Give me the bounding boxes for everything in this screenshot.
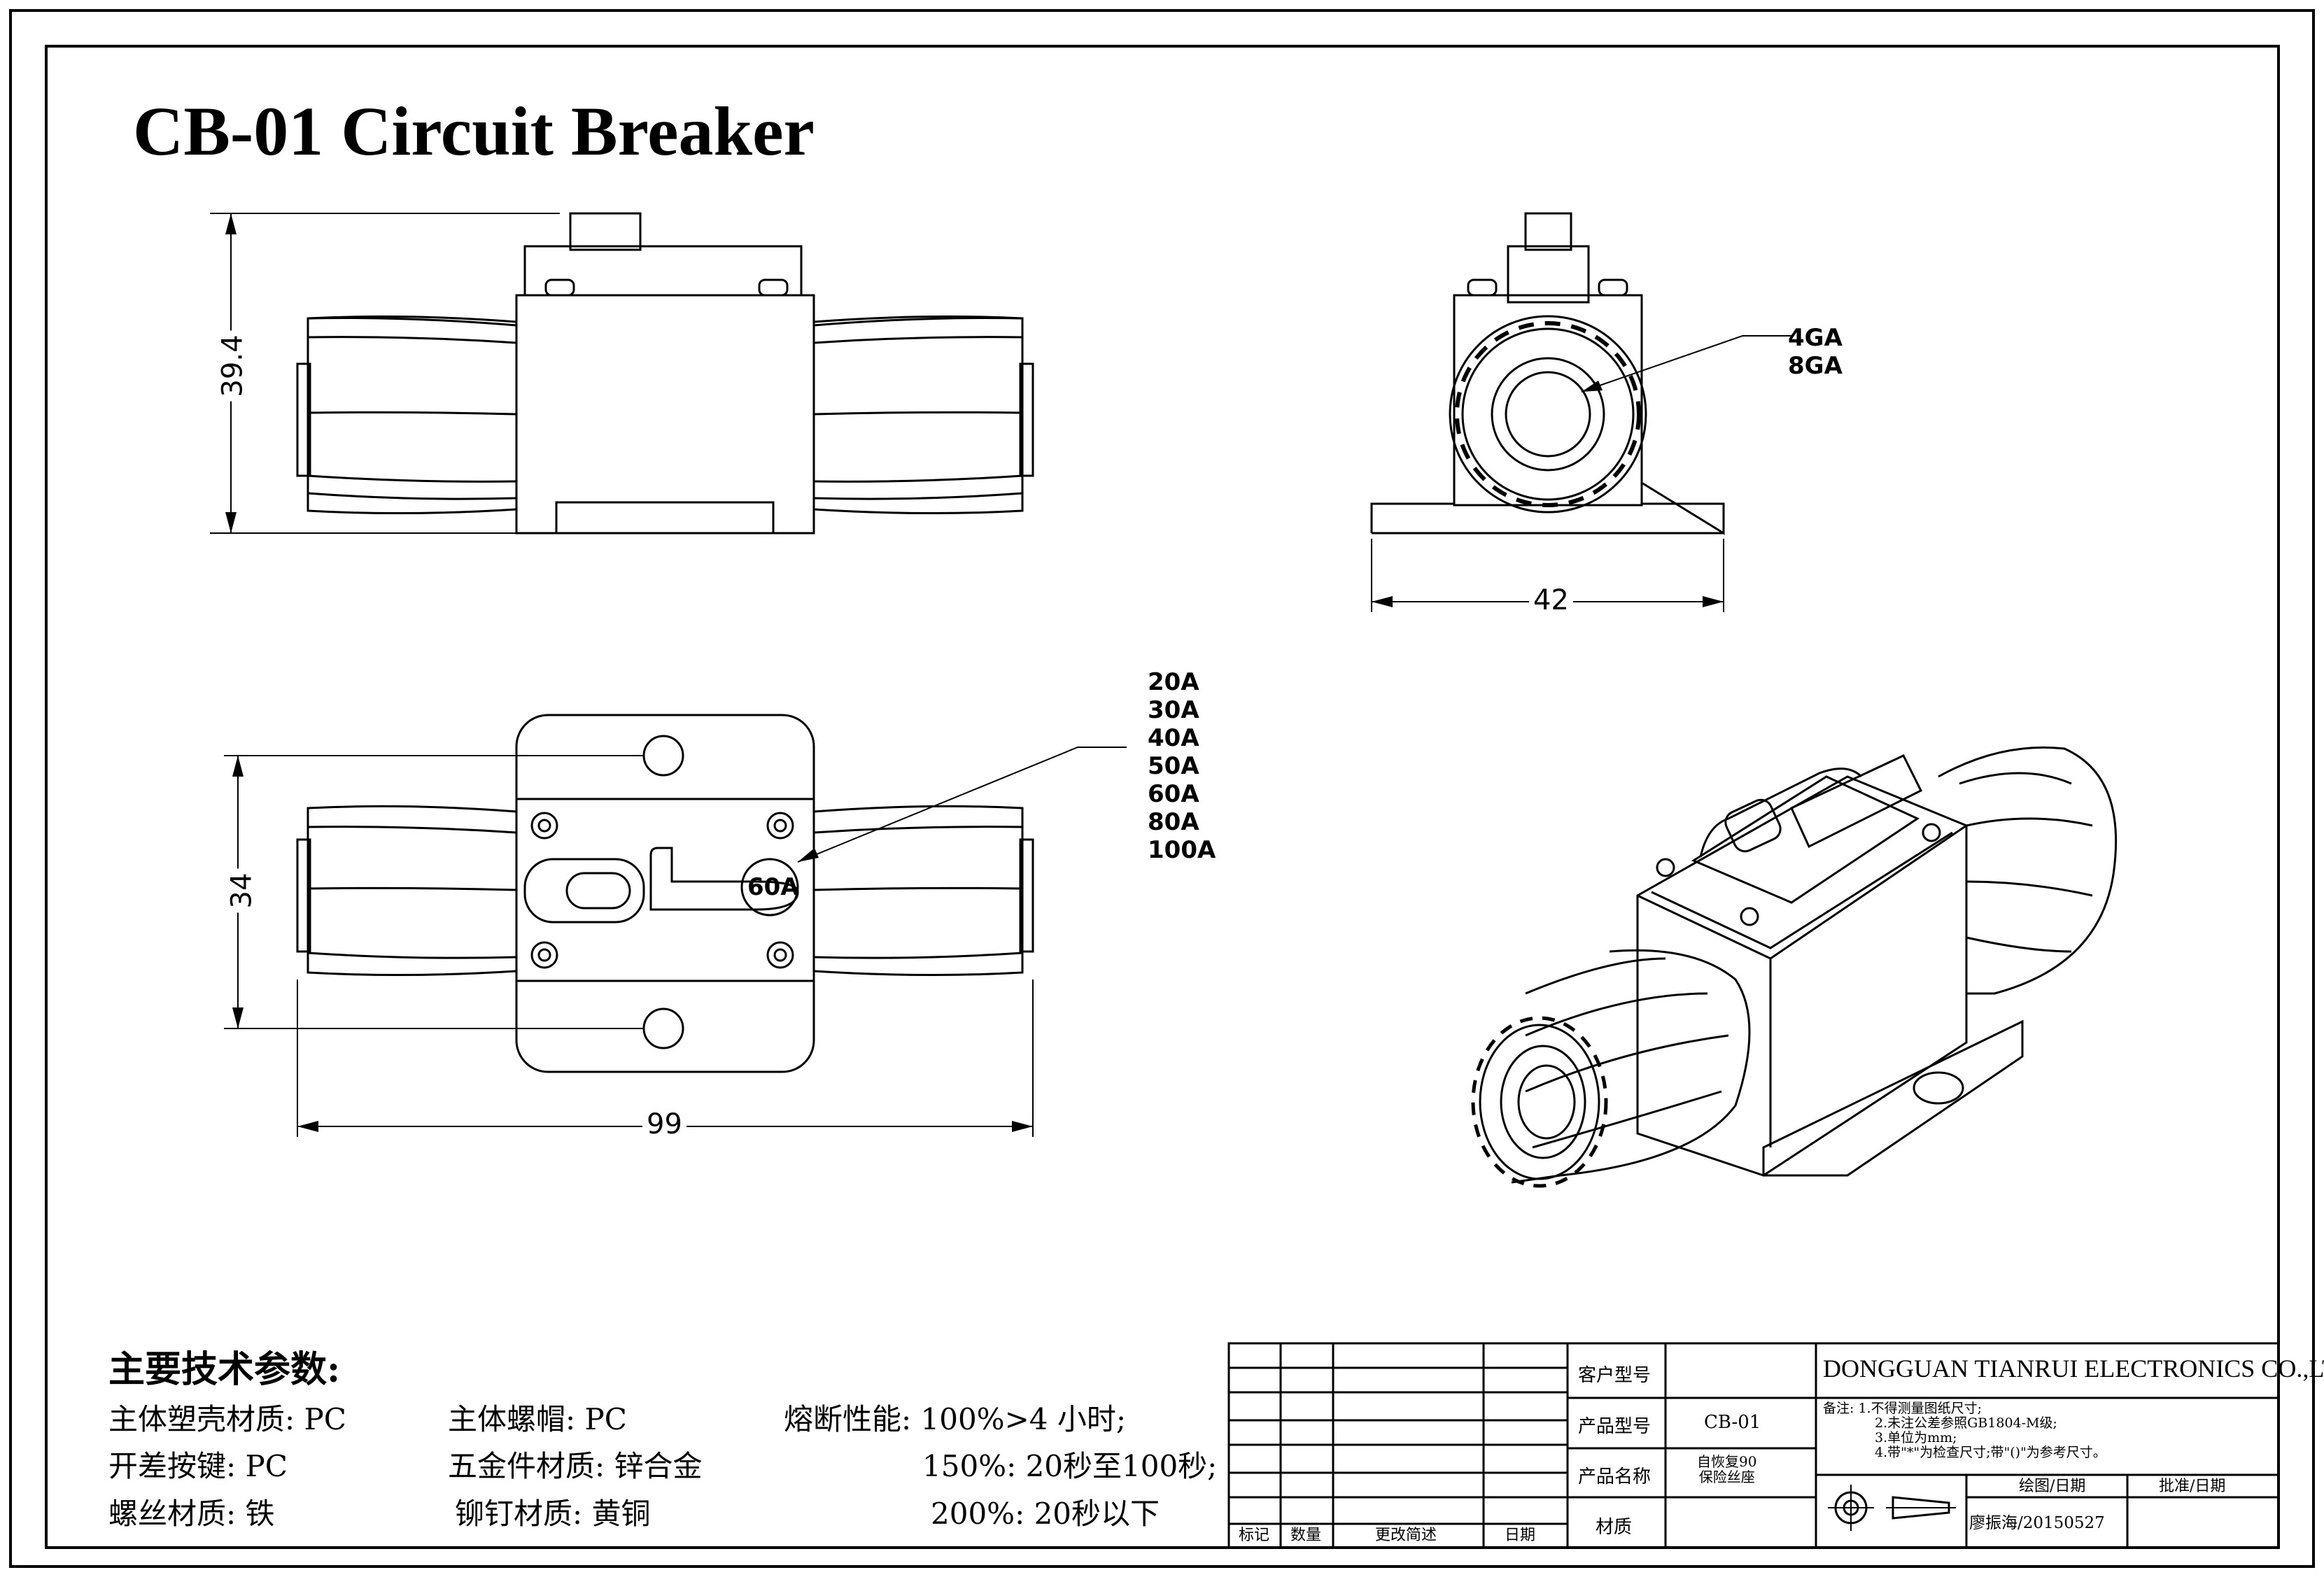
- isometric-view: [1471, 746, 2118, 1188]
- spec-housing-material: 主体塑壳材质: PC: [108, 1402, 346, 1436]
- rating-20a: 20A: [1148, 668, 1199, 696]
- tb-drawn-by: 廖振海/20150527: [1969, 1514, 2105, 1532]
- tb-material-label: 材质: [1596, 1517, 1633, 1538]
- tb-rev-date: 日期: [1505, 1527, 1536, 1544]
- dim-height-label: 39.4: [216, 330, 249, 402]
- rating-60a: 60A: [1148, 780, 1199, 808]
- tb-note-4: 4.带"*"为检查尺寸;带"()"为参考尺寸。: [1875, 1445, 2106, 1460]
- tb-company-name: DONGGUAN TIANRUI ELECTRONICS CO.,LTD: [1823, 1355, 2324, 1382]
- tb-rev-desc: 更改简述: [1375, 1527, 1437, 1544]
- tb-note-1: 备注: 1.不得测量图纸尺寸;: [1823, 1401, 1982, 1416]
- rating-100a: 100A: [1148, 836, 1216, 864]
- spec-screw-material: 螺丝材质: 铁: [108, 1497, 275, 1531]
- wire-gauge-8: 8GA: [1788, 352, 1843, 380]
- tb-approve-date-label: 批准/日期: [2159, 1478, 2226, 1495]
- spec-switch-button: 开差按键: PC: [108, 1449, 288, 1483]
- tb-rev-mark: 标记: [1239, 1527, 1270, 1544]
- wire-gauge-callout: 4GA 8GA: [1788, 324, 1843, 380]
- drawing-title: CB-01 Circuit Breaker: [133, 92, 815, 170]
- tb-notes: 备注: 1.不得测量图纸尺寸; 2.未注公差参照GB1804-M级; 3.单位为…: [1823, 1401, 2106, 1460]
- rating-50a: 50A: [1148, 752, 1199, 780]
- spec-fuse-150: 150%: 20秒至100秒;: [922, 1449, 1218, 1483]
- end-view: [1370, 212, 1791, 612]
- title-block: [1227, 1342, 2280, 1549]
- tb-product-name-line2: 保险丝座: [1698, 1469, 1755, 1485]
- tb-product-model-value: CB-01: [1704, 1412, 1761, 1433]
- rating-80a: 80A: [1148, 808, 1199, 836]
- side-view: [210, 212, 1034, 535]
- dim-end-width-label: 42: [1529, 584, 1573, 616]
- wire-gauge-4: 4GA: [1788, 324, 1843, 352]
- tb-product-name-label: 产品名称: [1578, 1466, 1652, 1487]
- specs-heading: 主要技术参数:: [108, 1348, 341, 1391]
- spec-nut-material: 主体螺帽: PC: [448, 1402, 627, 1436]
- tb-drawn-date-label: 绘图/日期: [2019, 1478, 2086, 1495]
- spec-fuse-200: 200%: 20秒以下: [931, 1497, 1160, 1531]
- spec-rivet-material: 铆钉材质: 黄铜: [455, 1497, 651, 1531]
- tb-product-name-line1: 自恢复90: [1697, 1453, 1757, 1470]
- tb-rev-qty: 数量: [1290, 1527, 1322, 1544]
- rating-30a: 30A: [1148, 696, 1199, 724]
- button-rating-label: 60A: [747, 873, 799, 901]
- dim-length-label: 99: [642, 1108, 686, 1140]
- rating-40a: 40A: [1148, 724, 1199, 752]
- tb-note-3: 3.单位为mm;: [1875, 1430, 1957, 1445]
- tb-product-model-label: 产品型号: [1578, 1416, 1652, 1437]
- spec-hardware-material: 五金件材质: 锌合金: [448, 1449, 703, 1483]
- inner-border: [45, 45, 2280, 1549]
- top-view: [224, 714, 1127, 1137]
- tb-note-2: 2.未注公差参照GB1804-M级;: [1875, 1415, 2057, 1431]
- tb-customer-model-label: 客户型号: [1578, 1365, 1652, 1386]
- dim-top-width-label: 34: [225, 868, 258, 913]
- outer-border: [9, 9, 2315, 1568]
- tb-product-name-value: 自恢复90 保险丝座: [1697, 1454, 1756, 1485]
- current-rating-callout: 20A 30A 40A 50A 60A 80A 100A: [1148, 668, 1216, 864]
- spec-fuse-performance: 熔断性能: 100%>4 小时;: [784, 1402, 1126, 1436]
